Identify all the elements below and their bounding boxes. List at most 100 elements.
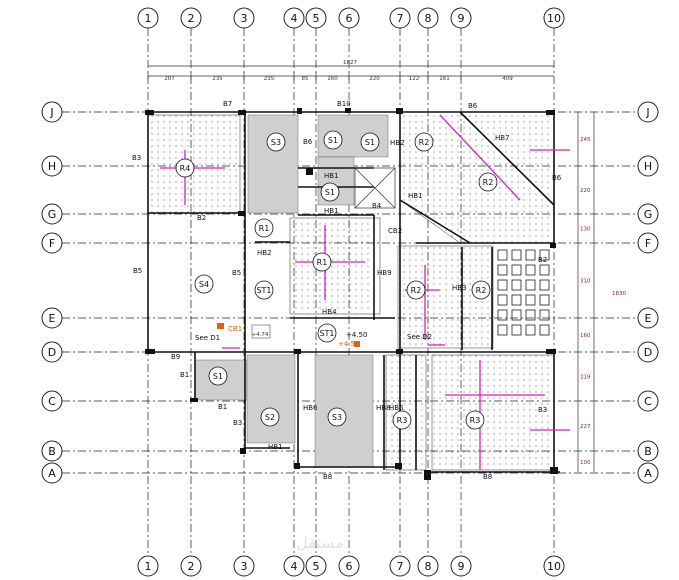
svg-text:9: 9 [458,12,465,25]
waffle-cell [511,324,522,336]
slab-marker-s1: S1 [323,130,343,150]
svg-text:F: F [645,237,651,250]
grid-bubble-col-9-top: 9 [450,7,472,29]
grid-bubble-row-A-right: A [637,462,659,484]
right-dimension-segment: 227 [580,424,591,430]
slab-marker-r2: R2 [471,280,491,300]
waffle-cell [539,279,550,291]
svg-text:S2: S2 [265,413,275,422]
svg-text:S1: S1 [328,136,338,145]
right-dimension-segment: 310 [580,279,591,285]
grid-bubble-col-6-bottom: 6 [338,555,360,577]
ribbed-slab-r1 [289,217,381,315]
grid-bubble-col-2-bottom: 2 [180,555,202,577]
svg-text:S3: S3 [271,138,281,147]
slab-marker-r2: R2 [478,172,498,192]
svg-text:A: A [48,467,56,480]
overall-top-dimension: 1827 [343,60,357,66]
svg-text:5: 5 [313,12,320,25]
beam-label-b6-top: B6 [468,102,478,110]
svg-text:D: D [48,346,56,359]
note-level-b: +4.74 [252,332,269,338]
svg-text:R2: R2 [476,286,487,295]
beam-label-hb7: HB7 [495,134,510,142]
grid-bubble-col-7-top: 7 [389,7,411,29]
waffle-cell [511,249,522,261]
waffle-cell [497,309,508,321]
waffle-cell [525,294,536,306]
beam-label-hb1-mid: HB1 [324,207,339,215]
svg-text:G: G [644,208,653,221]
svg-text:S1: S1 [365,138,375,147]
ribbed-slab-r4 [147,114,241,214]
waffle-cell [525,264,536,276]
slab-marker-s2: S2 [260,407,280,427]
grid-bubble-row-J-right: J [637,101,659,123]
waffle-cell [525,249,536,261]
ribbed-slab-r2-top [399,111,555,244]
beam-label-hb5: HB5 [389,404,404,412]
beam-label-hb9: HB9 [377,269,392,277]
top-dimension-segment: 122 [409,76,420,82]
svg-text:2: 2 [188,560,195,573]
svg-text:10: 10 [547,12,561,25]
svg-text:2: 2 [188,12,195,25]
grid-bubble-row-E-left: E [41,307,63,329]
waffle-cell [539,324,550,336]
svg-text:8: 8 [425,12,432,25]
beam-label-b1-low: B1 [218,403,227,411]
svg-text:R2: R2 [411,286,422,295]
grid-bubble-row-F-right: F [637,232,659,254]
beam-label-b9: B9 [171,353,180,361]
beam-label-b1-left: B1 [180,371,189,379]
waffle-slab [497,249,550,336]
svg-text:4: 4 [291,12,298,25]
svg-text:R4: R4 [180,164,191,173]
waffle-cell [525,309,536,321]
grid-bubble-row-E-right: E [637,307,659,329]
svg-text:E: E [645,312,652,325]
svg-text:G: G [48,208,57,221]
top-dimension-segment: 220 [369,76,380,82]
slab-marker-r4: R4 [175,158,195,178]
beam-label-b5-left: B5 [133,267,142,275]
grid-bubble-row-D-right: D [637,341,659,363]
svg-text:S1: S1 [325,188,335,197]
overall-right-dimension: 1830 [612,291,626,297]
svg-text:7: 7 [397,560,404,573]
top-dimension-segment: 235 [212,76,223,82]
svg-text:R1: R1 [317,258,328,267]
right-dimension-segment: 219 [580,375,591,381]
note-level-a: +4.50 [346,331,367,339]
slab-marker-r1: R1 [312,252,332,272]
svg-text:3: 3 [241,560,248,573]
svg-text:6: 6 [346,560,353,573]
svg-text:1: 1 [145,560,152,573]
svg-text:F: F [49,237,55,250]
svg-text:3: 3 [241,12,248,25]
waffle-cell [539,309,550,321]
grid-bubble-col-3-top: 3 [233,7,255,29]
beam-label-hb8: HB8 [376,404,391,412]
svg-text:S1: S1 [213,372,223,381]
grid-bubble-row-H-right: H [637,155,659,177]
grid-bubble-col-10-bottom: 10 [543,555,565,577]
grid-bubble-row-G-left: G [41,203,63,225]
svg-text:R2: R2 [419,138,430,147]
slab-marker-r3: R3 [465,410,485,430]
columns [145,108,558,480]
svg-text:1: 1 [145,12,152,25]
grid-bubble-row-C-left: C [41,390,63,412]
grid-bubble-col-3-bottom: 3 [233,555,255,577]
grid-bubble-row-F-left: F [41,232,63,254]
beam-label-b3-left: B3 [132,154,141,162]
beam-label-b2-g: B2 [197,214,206,222]
grid-bubble-col-10-top: 10 [543,7,565,29]
waffle-cell [497,249,508,261]
svg-text:8: 8 [425,560,432,573]
svg-text:R1: R1 [259,224,270,233]
grid-bubble-row-G-right: G [637,203,659,225]
